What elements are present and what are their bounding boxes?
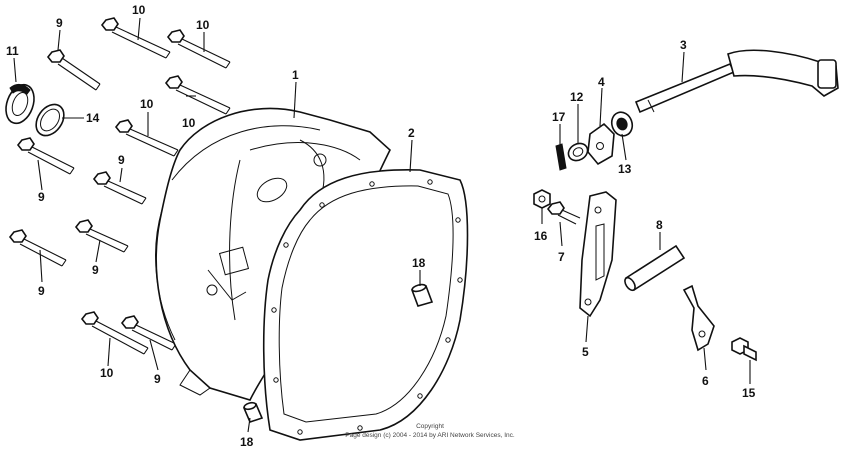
bolt-9-bottom — [120, 315, 177, 351]
spring-pin-17 — [555, 143, 567, 171]
shift-arm-4 — [587, 122, 615, 166]
callout-12: 12 — [570, 90, 584, 104]
stopper-arm-6 — [682, 284, 715, 352]
bolt-9-lower-left — [8, 229, 67, 267]
callout-2: 2 — [408, 126, 415, 140]
callout-17: 17 — [552, 110, 566, 124]
leader-lines — [13, 17, 751, 433]
callout-18-lower: 18 — [240, 435, 254, 449]
callout-3: 3 — [680, 38, 687, 52]
bolt-9-left-mid — [16, 137, 75, 175]
copyright-line-1: Copyright — [416, 423, 444, 430]
copyright-line-2: Page design (c) 2004 - 2014 by ARI Netwo… — [345, 432, 515, 439]
callout-15: 15 — [742, 386, 756, 400]
bolt-10-center — [114, 119, 179, 157]
callout-9-center-mid: 9 — [118, 153, 125, 167]
callout-10-center: 10 — [140, 97, 154, 111]
bolt-10-mid — [164, 75, 231, 115]
bolt-10-bottom — [80, 311, 149, 355]
callout-9-top: 9 — [56, 16, 63, 30]
callout-9-bottom: 9 — [154, 372, 161, 386]
callout-6: 6 — [702, 374, 709, 388]
callout-5: 5 — [582, 345, 589, 359]
callout-10-right-mid: 10 — [182, 116, 196, 130]
callout-9-lower-center: 9 — [92, 263, 99, 277]
callout-8: 8 — [656, 218, 663, 232]
washer-12 — [567, 142, 589, 162]
callout-11: 11 — [6, 44, 19, 58]
dowel-pin-18-upper — [410, 283, 434, 307]
callout-10-right-top: 10 — [196, 18, 210, 32]
bolt-10-right-top — [166, 29, 231, 69]
stud-bolt-7 — [546, 201, 581, 225]
callout-10-bottom: 10 — [100, 366, 114, 380]
callout-7: 7 — [558, 250, 565, 264]
callout-1: 1 — [292, 68, 299, 82]
transmission-housing-1 — [155, 107, 391, 401]
callout-4: 4 — [598, 75, 605, 89]
bolt-9-lower-center — [74, 219, 129, 253]
callout-10-top: 10 — [132, 3, 146, 17]
callout-14: 14 — [86, 111, 100, 125]
callout-9-left-mid: 9 — [38, 190, 45, 204]
bolt-15 — [731, 337, 757, 362]
callout-13: 13 — [618, 162, 632, 176]
dowel-pin-18-lower — [242, 401, 264, 423]
shift-plate-5 — [579, 191, 617, 318]
guide-shaft-8 — [624, 244, 686, 292]
shaft-seal-13 — [610, 111, 634, 137]
copyright-notice: Copyright Page design (c) 2004 - 2014 by… — [335, 422, 525, 440]
o-ring-14 — [35, 103, 65, 137]
nut-16 — [533, 189, 551, 209]
callout-9-lower-left: 9 — [38, 284, 45, 298]
bolt-10-top — [100, 17, 171, 59]
shift-shaft-3 — [634, 49, 839, 114]
gasket-2 — [262, 168, 469, 441]
bolt-9-center-mid — [92, 171, 147, 205]
bolt-9-top — [46, 49, 101, 91]
callout-18-upper: 18 — [412, 256, 426, 270]
oil-seal-11 — [5, 83, 35, 125]
callout-16: 16 — [534, 229, 548, 243]
